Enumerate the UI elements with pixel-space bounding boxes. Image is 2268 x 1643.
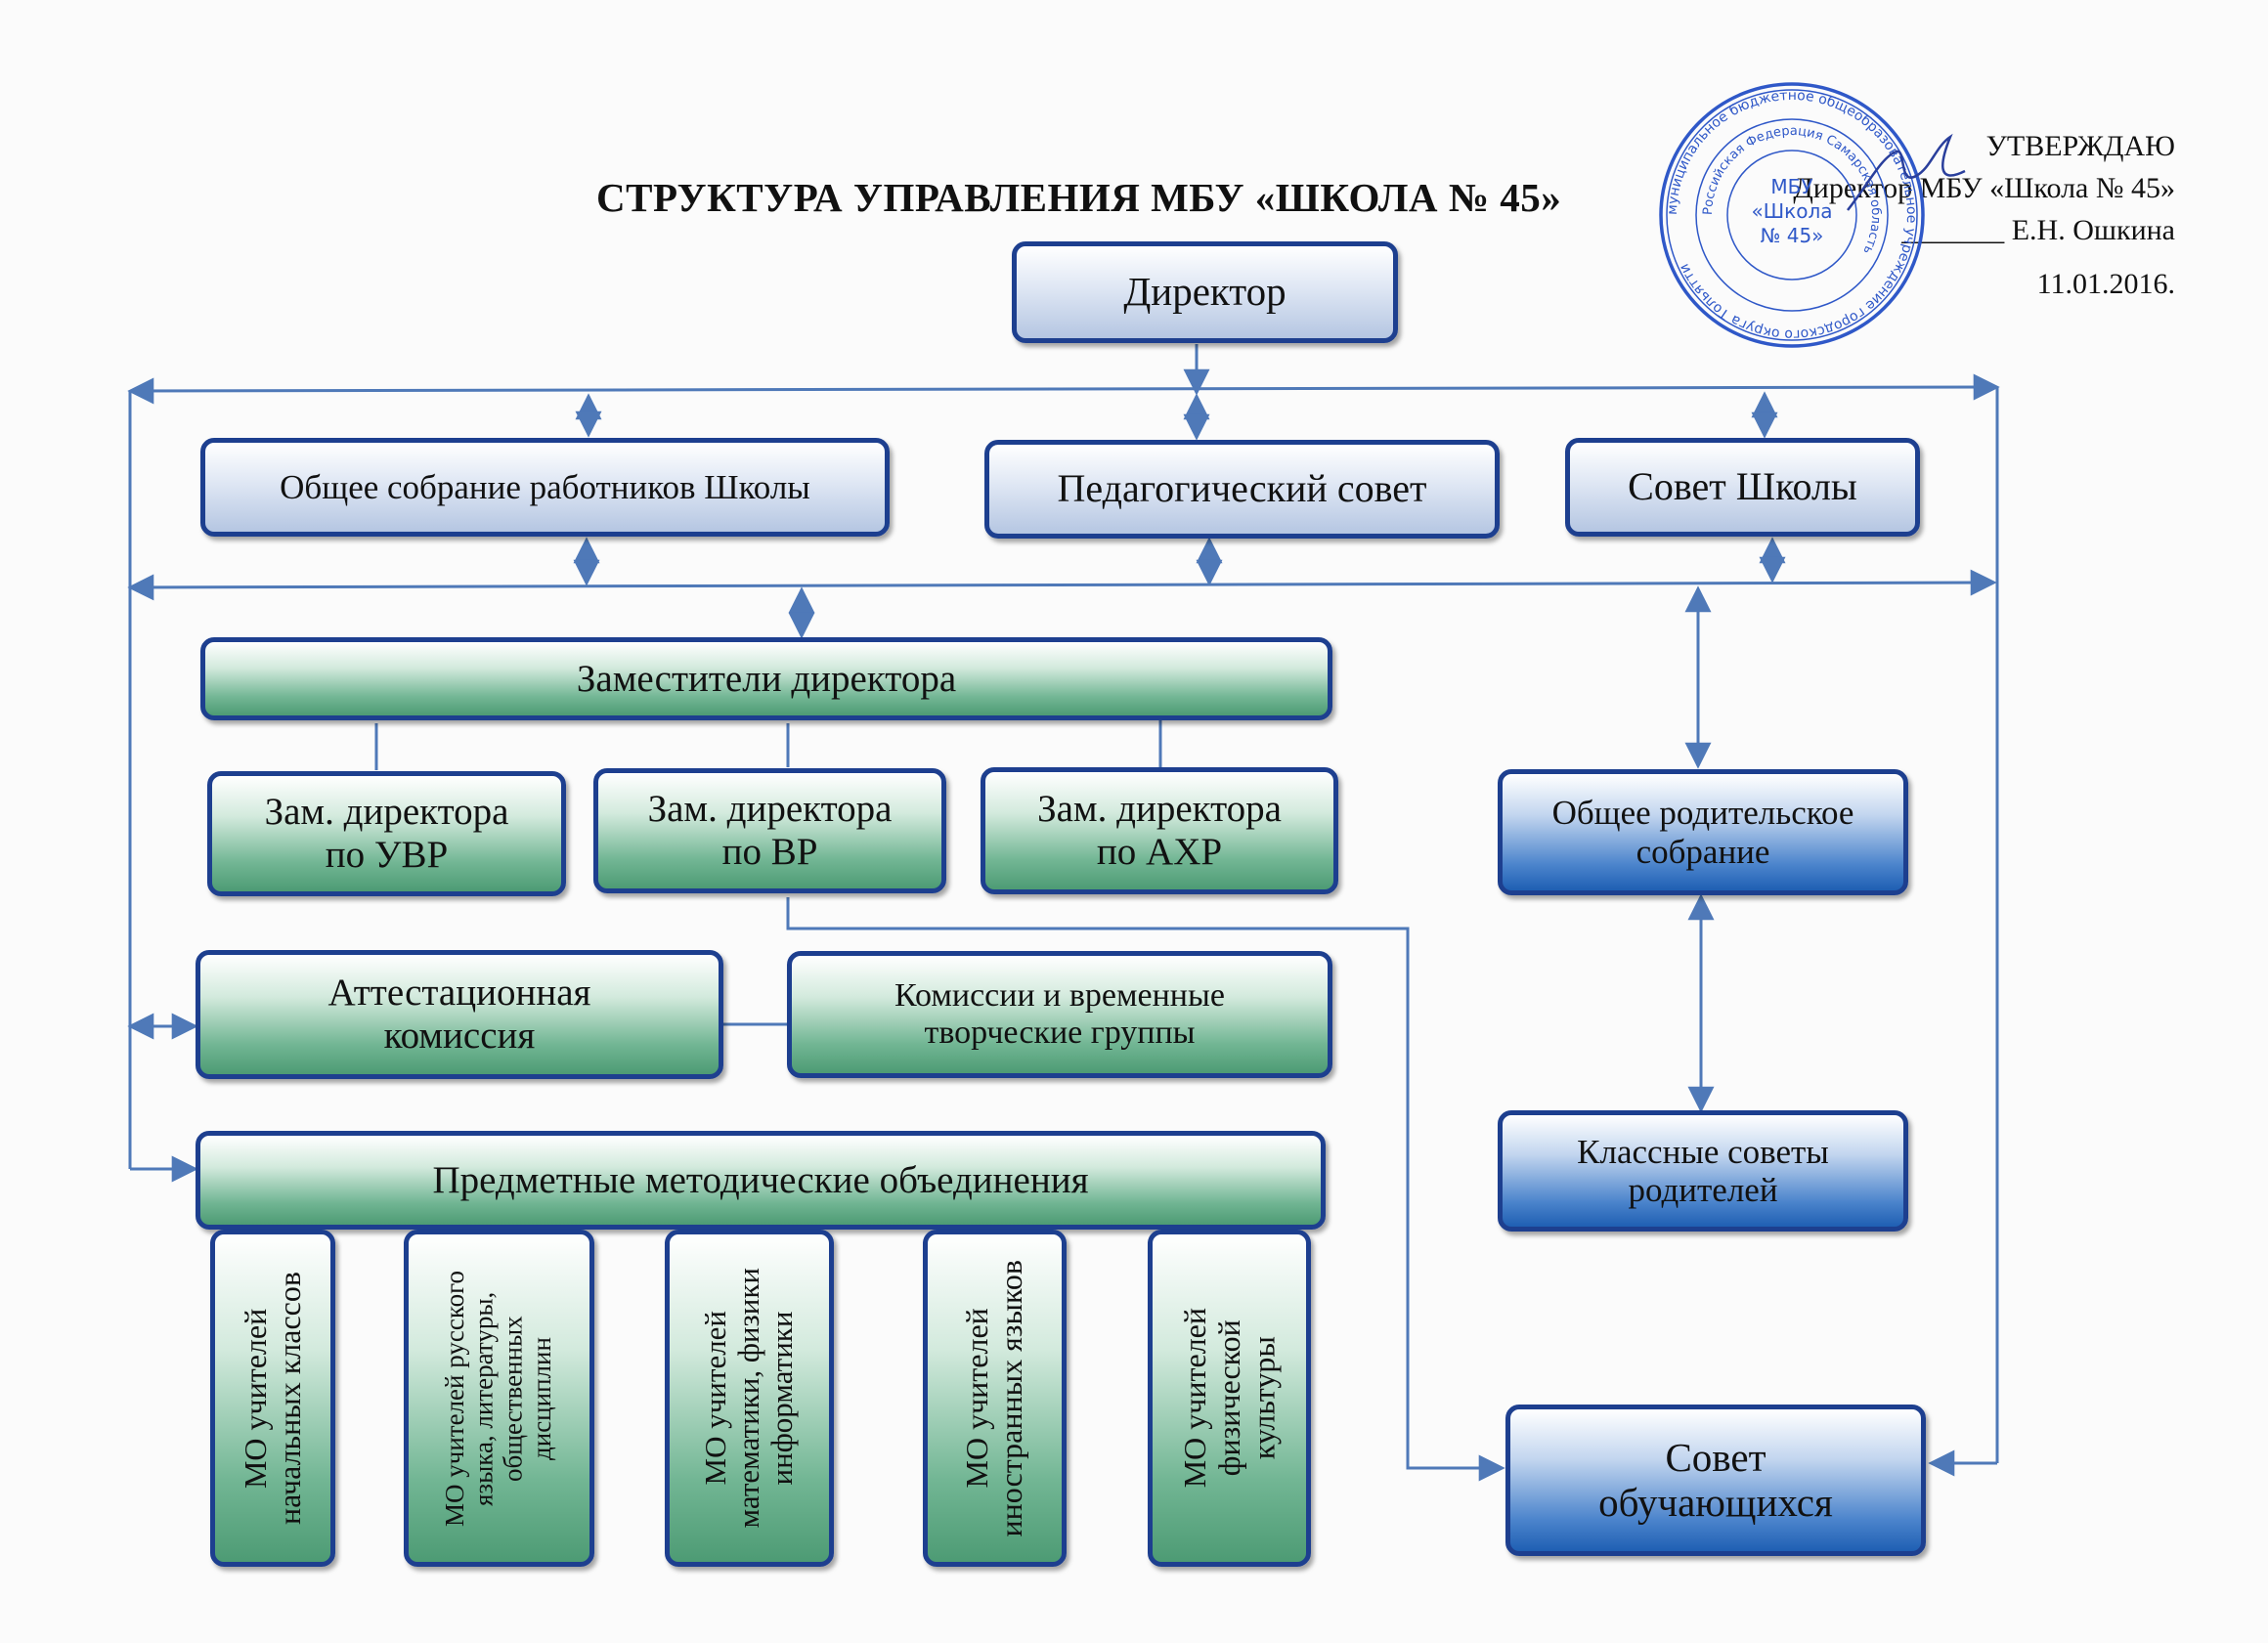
mo-primary-box: МО учителей начальных классов	[210, 1230, 335, 1567]
parent-meeting-line1: Общее родительское	[1551, 794, 1854, 833]
student-council-box: Совет обучающихся	[1505, 1405, 1926, 1556]
mo-pe-line1: МО учителей	[1176, 1308, 1212, 1489]
mo-russian-line4: дисциплин	[527, 1336, 557, 1460]
mo-foreign-line2: иностранных языков	[993, 1259, 1029, 1537]
parent-meeting-box: Общее родительское собрание	[1498, 769, 1908, 895]
mo-foreign-box: МО учителей иностранных языков	[923, 1230, 1067, 1567]
dep-ahr-line1: Зам. директора	[1037, 788, 1282, 831]
mo-pe-box: МО учителей физической культуры	[1148, 1230, 1311, 1567]
stamp-center-1: МБУ	[1770, 175, 1812, 198]
page-title: СТРУКТУРА УПРАВЛЕНИЯ МБУ «ШКОЛА № 45»	[596, 175, 1562, 220]
dep-uvr-line1: Зам. директора	[264, 791, 509, 834]
mo-primary-line1: МО учителей	[237, 1308, 273, 1489]
dep-uvr-box: Зам. директора по УВР	[207, 771, 566, 896]
commissions-box: Комиссии и временные творческие группы	[787, 951, 1332, 1078]
approval-date: 11.01.2016.	[2036, 268, 2175, 300]
dep-ahr-box: Зам. директора по АХР	[981, 767, 1338, 894]
mo-russian-box: МО учителей русского языка, литературы, …	[404, 1230, 594, 1567]
school-council-box: Совет Школы	[1565, 438, 1920, 537]
class-councils-line1: Классные советы	[1577, 1132, 1829, 1171]
commissions-line1: Комиссии и временные	[894, 976, 1225, 1014]
mo-russian-line1: МО учителей русского	[440, 1270, 470, 1527]
director-box: Директор	[1012, 241, 1398, 343]
stamp-center-3: № 45»	[1761, 224, 1824, 247]
mo-primary-line2: начальных классов	[272, 1271, 307, 1526]
mo-russian-line3: общественных	[498, 1315, 528, 1482]
stamp-center-2: «Школа	[1752, 199, 1833, 223]
mo-math-line1: МО учителей	[698, 1311, 733, 1486]
student-council-line1: Совет	[1665, 1434, 1766, 1480]
mo-foreign-line1: МО учителей	[959, 1308, 995, 1489]
dep-ahr-line2: по АХР	[1096, 831, 1223, 873]
approval-heading: УТВЕРЖДАЮ	[1985, 130, 2175, 162]
signature	[1847, 133, 1966, 211]
approval-block: УТВЕРЖДАЮ Директор МБУ «Школа № 45» ____…	[1740, 125, 2175, 305]
attestation-box: Аттестационная комиссия	[196, 950, 723, 1079]
mo-russian-line2: языка, литературы,	[468, 1290, 499, 1506]
dep-vr-line2: по ВР	[721, 831, 818, 873]
official-stamp: муниципальное бюджетное общеобразователь…	[1655, 78, 1929, 352]
attestation-line1: Аттестационная	[327, 972, 591, 1015]
class-councils-box: Классные советы родителей	[1498, 1110, 1908, 1232]
deputies-box: Заместители директора	[200, 637, 1332, 720]
commissions-line2: творческие группы	[924, 1015, 1196, 1051]
class-councils-line2: родителей	[1628, 1171, 1778, 1209]
dep-uvr-line2: по УВР	[325, 834, 449, 876]
mo-pe-line3: культуры	[1245, 1336, 1282, 1460]
student-council-line2: обучающихся	[1598, 1479, 1833, 1525]
mo-math-box: МО учителей математики, физики информати…	[665, 1230, 834, 1567]
mo-math-line3: информатики	[764, 1311, 800, 1486]
dep-vr-line1: Зам. директора	[647, 788, 893, 831]
approval-name: _______ Е.Н. Ошкина	[1901, 214, 2175, 246]
attestation-line2: комиссия	[383, 1015, 536, 1057]
general-meeting-box: Общее собрание работников Школы	[200, 438, 890, 537]
mo-pe-line2: физической	[1210, 1319, 1246, 1477]
ped-council-box: Педагогический совет	[984, 440, 1500, 539]
dep-vr-box: Зам. директора по ВР	[593, 768, 946, 893]
subject-mo-box: Предметные методические объединения	[196, 1131, 1326, 1230]
parent-meeting-line2: собрание	[1636, 832, 1770, 871]
mo-math-line2: математики, физики	[731, 1268, 766, 1529]
